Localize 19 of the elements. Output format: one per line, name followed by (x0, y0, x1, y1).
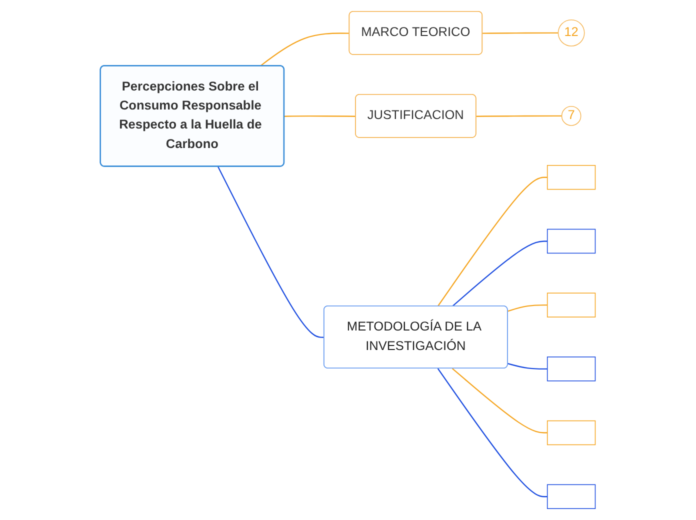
node-circle: 12 (558, 19, 585, 46)
connector (508, 304, 548, 312)
connector (438, 176, 548, 307)
node-box (547, 356, 596, 382)
connector (482, 32, 558, 34)
connector (508, 363, 548, 370)
connector (452, 240, 548, 307)
connector (438, 368, 548, 498)
node-box (547, 164, 596, 190)
node-circle: 7 (562, 106, 582, 126)
connector (284, 115, 356, 117)
node-box (547, 484, 596, 509)
connector (452, 368, 548, 434)
connector (260, 32, 350, 67)
connector (476, 115, 562, 117)
node-box (547, 292, 596, 318)
node-box (547, 420, 596, 446)
connector (218, 166, 324, 338)
node-box (547, 228, 596, 254)
